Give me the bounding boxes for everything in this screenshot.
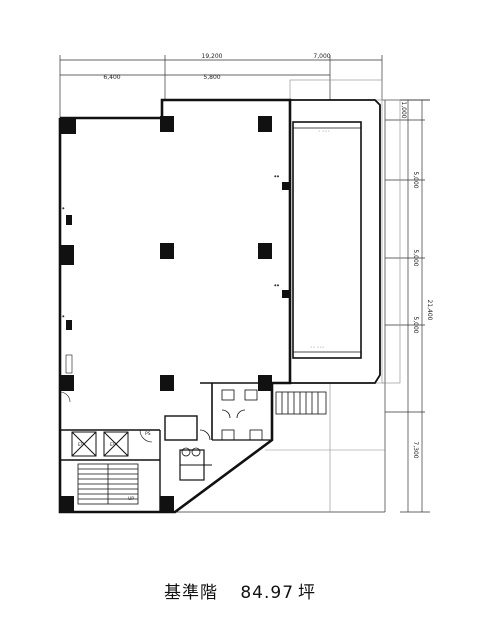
svg-text:◦◦ ◦◦◦: ◦◦ ◦◦◦ — [310, 346, 325, 351]
svg-text:◦◦: ◦◦ — [274, 284, 279, 289]
floor-plan: 19,200 7,000 6,400 5,800 21,400 5,000 5,… — [58, 53, 433, 514]
up-label: UP — [128, 496, 134, 502]
elevator-2: EV — [103, 431, 129, 457]
svg-text:◦ ◦◦◦: ◦ ◦◦◦ — [318, 130, 330, 135]
exterior-stair — [275, 391, 327, 415]
wall-marks: ◦◦ ◦◦ ◦ ◦ — [62, 175, 280, 374]
door-swings — [59, 391, 153, 443]
elevator-1: EV — [71, 431, 97, 457]
dim-top-left-sub: 6,400 — [103, 74, 120, 81]
svg-text:◦: ◦ — [62, 207, 65, 212]
dim-right-total: 21,400 — [426, 300, 433, 321]
dim-right-seg-a: 5,000 — [412, 171, 419, 188]
dim-right-small: 1,000 — [400, 101, 407, 118]
dim-top-total: 19,200 — [202, 53, 223, 60]
dim-top-right: 7,000 — [313, 53, 330, 60]
dim-right-seg-d: 7,300 — [412, 441, 419, 458]
ps-label: PS — [145, 431, 151, 437]
floor-label: 基準階 — [163, 583, 218, 603]
svg-text:◦: ◦ — [62, 315, 65, 320]
dimension-lines — [59, 55, 430, 513]
floor-area-value: 84.97 — [240, 583, 295, 603]
core-walls — [60, 382, 272, 512]
ev1-label: EV — [78, 442, 85, 448]
light-well: ◦ ◦◦◦ ◦◦ ◦◦◦ — [290, 99, 381, 384]
columns — [60, 116, 290, 512]
dim-top-mid-sub: 5,800 — [203, 74, 220, 81]
floor-area-unit: 坪 — [298, 583, 317, 603]
toilets: PS — [145, 389, 263, 457]
dim-right-seg-c: 5,000 — [412, 316, 419, 333]
dim-right-seg-b: 5,000 — [412, 249, 419, 266]
staircase: UP — [77, 463, 139, 505]
ev2-label: EV — [110, 442, 117, 448]
building-walls — [58, 98, 292, 514]
svg-text:◦◦: ◦◦ — [274, 175, 279, 180]
